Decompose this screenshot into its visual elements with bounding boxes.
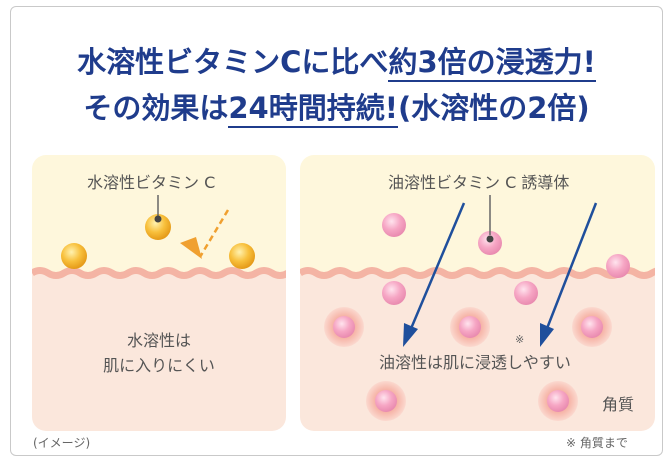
horny-layer-label: 角質: [602, 395, 635, 414]
water-soluble-label: 水溶性ビタミン C: [87, 173, 216, 192]
vitamin-c-derivative-molecule: [382, 213, 406, 237]
vitamin-c-derivative-molecule: [547, 390, 569, 412]
skin-area: [300, 273, 655, 431]
water-soluble-diagram: [32, 195, 286, 279]
vitamin-c-molecule: [145, 214, 171, 240]
image-note: (イメージ): [33, 436, 91, 450]
vitamin-c-derivative-molecule: [375, 390, 397, 412]
rebound-arrow-head: [180, 237, 202, 259]
surface-area: [300, 155, 655, 273]
headline-line-1-text: 水溶性ビタミンCに比べ: [77, 45, 389, 79]
water-soluble-panel: 水溶性ビタミン C 水溶性は 肌に入りにくい: [32, 155, 286, 431]
rebound-arrow-icon: [198, 209, 230, 258]
vitamin-c-molecule: [229, 243, 255, 269]
headline-line-2-suffix: (水溶性の2倍): [397, 91, 590, 125]
infographic-card: 水溶性ビタミンCに比べ約3倍の浸透力! その効果は24時間持続!(水溶性の2倍)…: [10, 6, 663, 456]
oil-soluble-panel: 油溶性ビタミン C 誘導体 ※ 油溶性は肌に浸透しやすい 角質: [300, 155, 655, 431]
note-mark: ※: [515, 333, 525, 346]
skin-area: [32, 273, 286, 431]
headline-line-2-text: その効果は: [83, 91, 229, 125]
skin-membrane-line: [32, 267, 286, 279]
water-soluble-note-1: 水溶性は: [126, 331, 191, 350]
label-leader-dot: [154, 215, 162, 223]
headline-line-1: 水溶性ビタミンCに比べ約3倍の浸透力!: [11, 45, 662, 82]
vitamin-c-molecule: [61, 243, 87, 269]
penetration-arrow: [544, 202, 598, 332]
oil-soluble-note: 油溶性は肌に浸透しやすい: [379, 353, 571, 372]
penetration-arrow-head: [403, 323, 418, 347]
oil-soluble-label: 油溶性ビタミン C 誘導体: [388, 173, 570, 192]
headline-line-1-emphasis: 約3倍の浸透力!: [388, 45, 596, 82]
vitamin-c-derivative-molecule: [606, 254, 630, 278]
penetration-arrow: [408, 202, 466, 332]
vitamin-c-derivative-molecule: [478, 231, 502, 255]
headline-line-2: その効果は24時間持続!(水溶性の2倍): [11, 91, 662, 128]
vitamin-c-derivative-molecule: [382, 281, 406, 305]
vitamin-c-derivative-molecule: [581, 316, 603, 338]
penetration-arrow-head: [540, 323, 554, 347]
layer-footnote: ※ 角質まで: [566, 436, 628, 450]
vitamin-c-derivative-molecule: [333, 316, 355, 338]
label-leader-dot: [486, 235, 494, 243]
skin-membrane-line: [300, 267, 655, 279]
headline-line-2-emphasis: 24時間持続!: [228, 91, 398, 128]
oil-soluble-diagram: [300, 195, 655, 421]
water-soluble-note-2: 肌に入りにくい: [103, 356, 215, 375]
vitamin-c-derivative-molecule: [514, 281, 538, 305]
vitamin-c-derivative-molecule: [459, 316, 481, 338]
